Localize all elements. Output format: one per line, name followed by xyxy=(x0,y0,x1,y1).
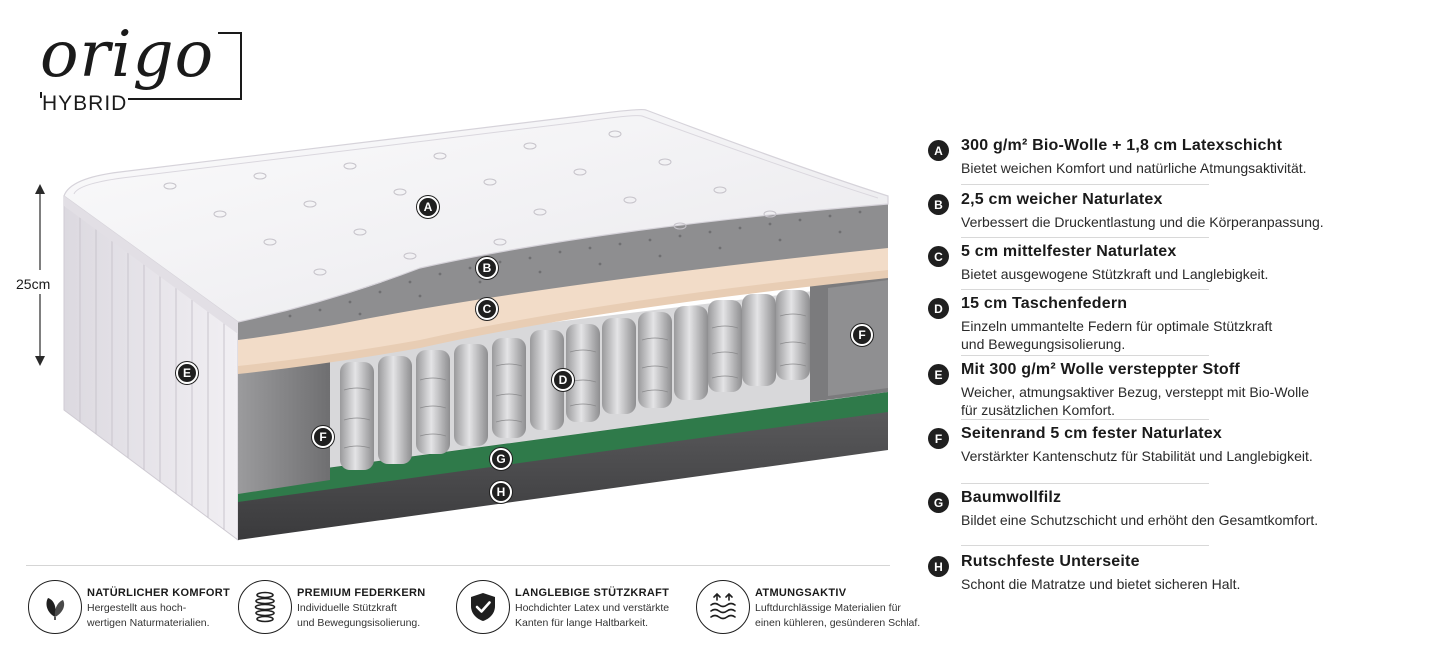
legend-description: Bietet weichen Komfort und natürliche At… xyxy=(961,159,1401,177)
brand-name: origo xyxy=(36,18,219,92)
legend-line: Schont die Matratze und bietet sicheren … xyxy=(961,576,1241,592)
legend-badge: G xyxy=(928,492,949,513)
shield-check-icon xyxy=(456,580,510,634)
legend-divider xyxy=(961,184,1209,185)
spring-coil-icon xyxy=(238,580,292,634)
feature-description: Hergestellt aus hoch- wertigen Naturmate… xyxy=(87,601,277,631)
legend-line: für zusätzlichen Komfort. xyxy=(961,402,1116,418)
diagram-badge-a: A xyxy=(417,196,439,218)
spring-seams xyxy=(343,313,807,449)
brand-subline: HYBRID xyxy=(42,92,128,115)
feature-title: PREMIUM FEDERKERN xyxy=(297,587,426,599)
legend-description: Verstärkter Kantenschutz für Stabilität … xyxy=(961,447,1401,465)
side-quilt-lines xyxy=(79,208,225,530)
feature-line: einen kühleren, gesünderen Schlaf. xyxy=(755,617,921,629)
perforation-dots xyxy=(288,210,862,318)
feature-line: Luftdurchlässige Materialien für xyxy=(755,602,901,614)
legend-description: Einzeln ummantelte Federn für optimale S… xyxy=(961,317,1401,353)
legend-line: Bietet weichen Komfort und natürliche At… xyxy=(961,160,1307,176)
legend-title: 2,5 cm weicher Naturlatex xyxy=(961,191,1163,208)
legend-line: Verstärkter Kantenschutz für Stabilität … xyxy=(961,448,1313,464)
height-arrow-icon xyxy=(20,184,60,366)
legend-title: Mit 300 g/m² Wolle versteppter Stoff xyxy=(961,361,1240,378)
legend-badge: A xyxy=(928,140,949,161)
legend-badge: B xyxy=(928,194,949,215)
feature-line: Hergestellt aus hoch- xyxy=(87,602,187,614)
feature-description: Luftdurchlässige Materialien für einen k… xyxy=(755,601,945,631)
legend-divider xyxy=(961,545,1209,546)
legend-description: Verbessert die Druckentlastung und die K… xyxy=(961,213,1401,231)
feature-title: NATÜRLICHER KOMFORT xyxy=(87,587,230,599)
logo-frame-right xyxy=(240,32,242,98)
airflow-icon xyxy=(696,580,750,634)
logo-frame-bottom xyxy=(128,98,242,100)
feature-description: Individuelle Stützkraft und Bewegungsiso… xyxy=(297,601,487,631)
legend-title: 5 cm mittelfester Naturlatex xyxy=(961,243,1177,260)
legend-title: 15 cm Taschenfedern xyxy=(961,295,1128,312)
legend-divider xyxy=(961,483,1209,484)
feature-title: ATMUNGSAKTIV xyxy=(755,587,847,599)
legend-badge: F xyxy=(928,428,949,449)
legend-badge: E xyxy=(928,364,949,385)
legend-badge: H xyxy=(928,556,949,577)
brand-logo: origo HYBRID xyxy=(36,18,246,118)
legend-title: Seitenrand 5 cm fester Naturlatex xyxy=(961,425,1222,442)
legend-line: Bietet ausgewogene Stützkraft und Langle… xyxy=(961,266,1269,282)
feature-title: LANGLEBIGE STÜTZKRAFT xyxy=(515,587,670,599)
height-label: 25cm xyxy=(16,276,51,292)
legend-line: Bildet eine Schutzschicht und erhöht den… xyxy=(961,512,1319,528)
legend-description: Schont die Matratze und bietet sicheren … xyxy=(961,575,1401,593)
legend-divider xyxy=(961,289,1209,290)
legend-title: 300 g/m² Bio-Wolle + 1,8 cm Latexschicht xyxy=(961,137,1283,154)
legend-badge: C xyxy=(928,246,949,267)
leaf-icon xyxy=(28,580,82,634)
diagram-badge-e: E xyxy=(176,362,198,384)
diagram-badge-c: C xyxy=(476,298,498,320)
legend-line: Weicher, atmungsaktiver Bezug, versteppt… xyxy=(961,384,1310,400)
feature-line: wertigen Naturmaterialien. xyxy=(87,617,210,629)
legend-line: und Bewegungsisolierung. xyxy=(961,336,1126,352)
legend-badge: D xyxy=(928,298,949,319)
legend-title: Baumwollfilz xyxy=(961,489,1062,506)
feature-line: und Bewegungsisolierung. xyxy=(297,617,421,629)
feature-line: Hochdichter Latex und verstärkte xyxy=(515,602,670,614)
features-divider xyxy=(26,565,890,566)
mattress-cutaway-illustration xyxy=(63,109,889,541)
legend-divider xyxy=(961,355,1209,356)
diagram-badge-f-back: F xyxy=(851,324,873,346)
diagram-badge-g: G xyxy=(490,448,512,470)
legend-divider xyxy=(961,419,1209,420)
feature-line: Kanten für lange Haltbarkeit. xyxy=(515,617,649,629)
diagram-badge-b: B xyxy=(476,257,498,279)
legend-description: Bietet ausgewogene Stützkraft und Langle… xyxy=(961,265,1401,283)
diagram-badge-f-front: F xyxy=(312,426,334,448)
quilt-tufts xyxy=(163,130,777,276)
feature-description: Hochdichter Latex und verstärkte Kanten … xyxy=(515,601,705,631)
diagram-badge-h: H xyxy=(490,481,512,503)
legend-divider xyxy=(961,237,1209,238)
diagram-badge-d: D xyxy=(552,369,574,391)
legend-line: Einzeln ummantelte Federn für optimale S… xyxy=(961,318,1273,334)
feature-line: Individuelle Stützkraft xyxy=(297,602,397,614)
legend-description: Weicher, atmungsaktiver Bezug, versteppt… xyxy=(961,383,1401,419)
legend-line: Verbessert die Druckentlastung und die K… xyxy=(961,214,1324,230)
legend-description: Bildet eine Schutzschicht und erhöht den… xyxy=(961,511,1401,529)
legend-title: Rutschfeste Unterseite xyxy=(961,553,1140,570)
